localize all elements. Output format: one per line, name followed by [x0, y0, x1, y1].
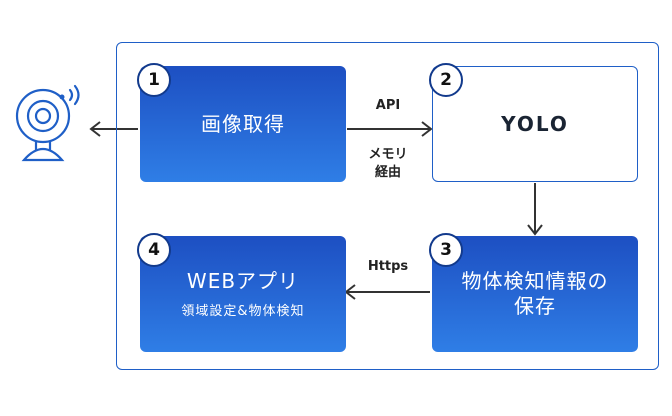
connector-label-https: Https — [367, 259, 409, 274]
step-box-4: WEBアプリ 領域設定&物体検知 — [140, 236, 346, 352]
webcam-icon — [15, 84, 80, 162]
system-frame — [116, 42, 659, 370]
step-title-4: WEBアプリ — [186, 269, 300, 293]
arrow-3-to-4 — [344, 284, 430, 300]
step-badge-1: 1 — [137, 63, 171, 97]
step-box-1: 画像取得 — [140, 66, 346, 182]
step-title-3: 物体検知情報の 保存 — [461, 269, 609, 318]
step-badge-3: 3 — [429, 233, 463, 267]
step-badge-2: 2 — [429, 63, 463, 97]
step-badge-4: 4 — [137, 233, 171, 267]
connector-label-api: API — [375, 98, 401, 113]
connector-label-memory-2: 経由 — [374, 165, 401, 180]
step-box-3: 物体検知情報の 保存 — [432, 236, 638, 352]
arrow-to-camera — [89, 121, 138, 137]
connector-label-memory-1: メモリ — [368, 147, 408, 162]
step-title-2: YOLO — [501, 111, 569, 136]
step-title-1: 画像取得 — [201, 111, 285, 136]
step-subtitle-4: 領域設定&物体検知 — [181, 304, 305, 319]
arrow-1-to-2 — [347, 121, 433, 137]
arrow-2-to-3 — [527, 183, 543, 236]
step-box-2: YOLO — [432, 66, 638, 182]
